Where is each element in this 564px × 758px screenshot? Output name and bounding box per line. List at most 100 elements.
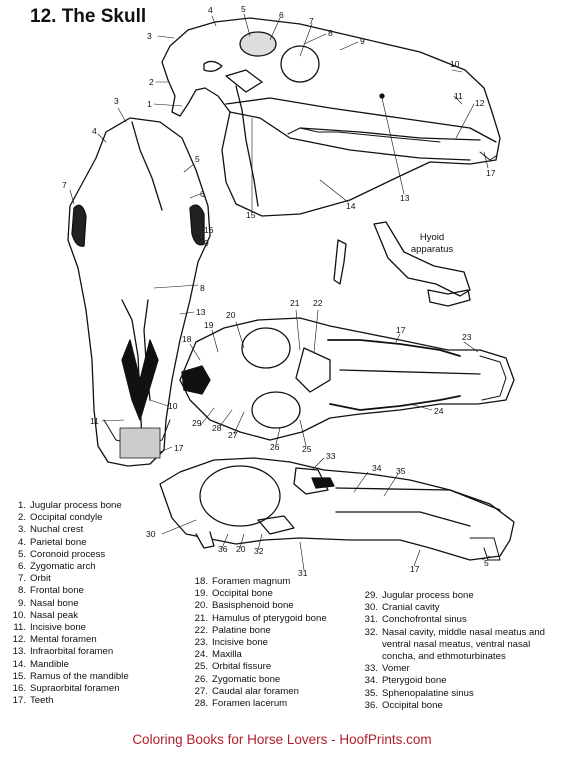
legend-item-label: Orbital fissure <box>212 661 272 673</box>
legend-item: 1.Jugular process bone <box>10 500 180 512</box>
legend-item-label: Teeth <box>30 695 54 707</box>
callout-6-lateral: 6 <box>279 10 284 20</box>
callout-4-dorsal: 4 <box>92 126 97 136</box>
callout-7-dorsal: 7 <box>62 180 67 190</box>
callout-20-ventral: 20 <box>226 310 236 320</box>
legend-item-number: 5. <box>17 548 26 560</box>
dorsal-skull-view <box>67 117 211 467</box>
legend-item-number: 27. <box>194 685 208 697</box>
legend-item-label: Pterygoid bone <box>382 675 447 687</box>
legend-item: 11.Incisive bone <box>10 622 180 634</box>
legend-item-label: Orbit <box>30 573 51 585</box>
callout-7-lateral: 7 <box>309 16 314 26</box>
callout-23-ventral: 23 <box>462 332 472 342</box>
legend-item-label: Palatine bone <box>212 624 271 636</box>
legend-item-number: 30. <box>364 602 378 614</box>
callout-5-lateral: 5 <box>241 4 246 14</box>
legend-item-label: Ramus of the mandible <box>30 670 129 682</box>
ventral-skull-view <box>179 317 515 441</box>
legend-item: 8.Frontal bone <box>10 585 180 597</box>
legend-item-number: 32. <box>364 626 378 638</box>
callout-numbers: 4 5 6 7 8 9 3 2 1 10 11 12 13 14 15 17 3… <box>62 4 496 578</box>
legend-item-number: 4. <box>17 536 26 548</box>
legend-item-number: 10. <box>12 609 26 621</box>
legend-item-label: Nasal bone <box>30 597 79 609</box>
callout-17-ventral: 17 <box>396 325 406 335</box>
legend-item: 20. Basisphenoid bone <box>192 600 362 612</box>
legend-item: 13. Infraorbital foramen <box>10 646 180 658</box>
legend-item: 14.Mandible <box>10 659 180 671</box>
callout-22-ventral: 22 <box>313 298 323 308</box>
callout-34-sagittal: 31 <box>298 568 308 578</box>
hyoid-label-line1: Hyoid <box>420 232 444 243</box>
callout-24-ventral: 24 <box>434 406 444 416</box>
legend-item-number: 33. <box>364 663 378 675</box>
legend-item-number: 3. <box>17 524 26 536</box>
legend-item-number: 2. <box>17 512 26 524</box>
callout-5-dorsal: 5 <box>195 154 200 164</box>
callout-30-sagittal: 30 <box>146 529 156 539</box>
legend-item: 17.Teeth <box>10 695 180 707</box>
legend-item-label: Maxilla <box>212 649 242 661</box>
legend-item-number: 34. <box>364 675 378 687</box>
legend-item-number: 7. <box>17 573 26 585</box>
legend-item: 31. Conchofrontal sinus <box>362 614 562 626</box>
leader-lines <box>69 13 491 571</box>
callout-8-lateral: 8 <box>328 28 333 38</box>
legend-item-label: Sphenopalatine sinus <box>382 687 474 699</box>
legend-item-number: 26. <box>194 673 208 685</box>
callout-17-lateral: 17 <box>486 168 496 178</box>
callout-36-sagittal: 36 <box>218 544 228 554</box>
legend-item-number: 25. <box>194 661 208 673</box>
legend-item: 35.Sphenopalatine sinus <box>362 688 562 700</box>
legend-item-label: Nuchal crest <box>30 524 84 536</box>
callout-33-sagittal: 35 <box>396 466 406 476</box>
legend-item: 34. Pterygoid bone <box>362 675 562 687</box>
legend-item-label: Supraorbital foramen <box>30 683 120 695</box>
legend-item-label: Infraorbital foramen <box>30 646 114 658</box>
legend-item: 7. Orbit <box>10 573 180 585</box>
legend-item: 27. Caudal alar foramen <box>192 686 362 698</box>
legend-item: 36. Occipital bone <box>362 700 562 712</box>
legend-item-number: 13. <box>12 646 26 658</box>
callout-5-sagittal: 5 <box>484 558 489 568</box>
legend-item-label: Basisphenoid bone <box>212 600 294 612</box>
legend-item: 2.Occipital condyle <box>10 512 180 524</box>
callout-9-lateral: 9 <box>360 36 365 46</box>
legend-item-label: Vomer <box>382 663 410 675</box>
callout-11-lateral: 11 <box>454 91 463 101</box>
callout-29-ventral: 29 <box>192 418 202 428</box>
legend-item-label: Caudal alar foramen <box>212 685 299 697</box>
legend-item: 18.Foramen magnum <box>192 576 362 588</box>
legend-item-number: 28. <box>194 698 208 710</box>
legend-item-label: Zygomatic bone <box>212 673 281 685</box>
legend-item: 26. Zygomatic bone <box>192 674 362 686</box>
legend-item: 19.Occipital bone <box>192 588 362 600</box>
legend-item-label: Parietal bone <box>30 536 87 548</box>
callout-20-sagittal: 20 <box>236 544 246 554</box>
callout-31-sagittal: 33 <box>326 451 336 461</box>
legend-item-label: Zygomatic arch <box>30 561 96 573</box>
callout-8-dorsal: 9 <box>204 238 209 248</box>
callout-27-ventral: 27 <box>228 430 238 440</box>
legend-item: 3. Nuchal crest <box>10 524 180 536</box>
legend-item-label: Conchofrontal sinus <box>382 614 467 626</box>
legend-item: 28.Foramen lacerum <box>192 698 362 710</box>
legend-item-number: 36. <box>364 699 378 711</box>
legend-item-number: 20. <box>194 600 208 612</box>
legend-item-label: Occipital bone <box>382 699 443 711</box>
legend-item-label: Occipital bone <box>212 588 273 600</box>
legend-item-number: 24. <box>194 649 208 661</box>
legend-item: 9.Nasal bone <box>10 598 180 610</box>
legend-item-number: 1. <box>17 500 26 511</box>
hyoid-label-line2: apparatus <box>411 244 454 255</box>
callout-16-dorsal: 16 <box>204 225 214 235</box>
legend-item: 25. Orbital fissure <box>192 661 362 673</box>
legend-item-number: 31. <box>364 614 378 626</box>
legend-item-label: Nasal peak <box>30 609 78 621</box>
callout-14-lateral: 14 <box>346 201 356 211</box>
